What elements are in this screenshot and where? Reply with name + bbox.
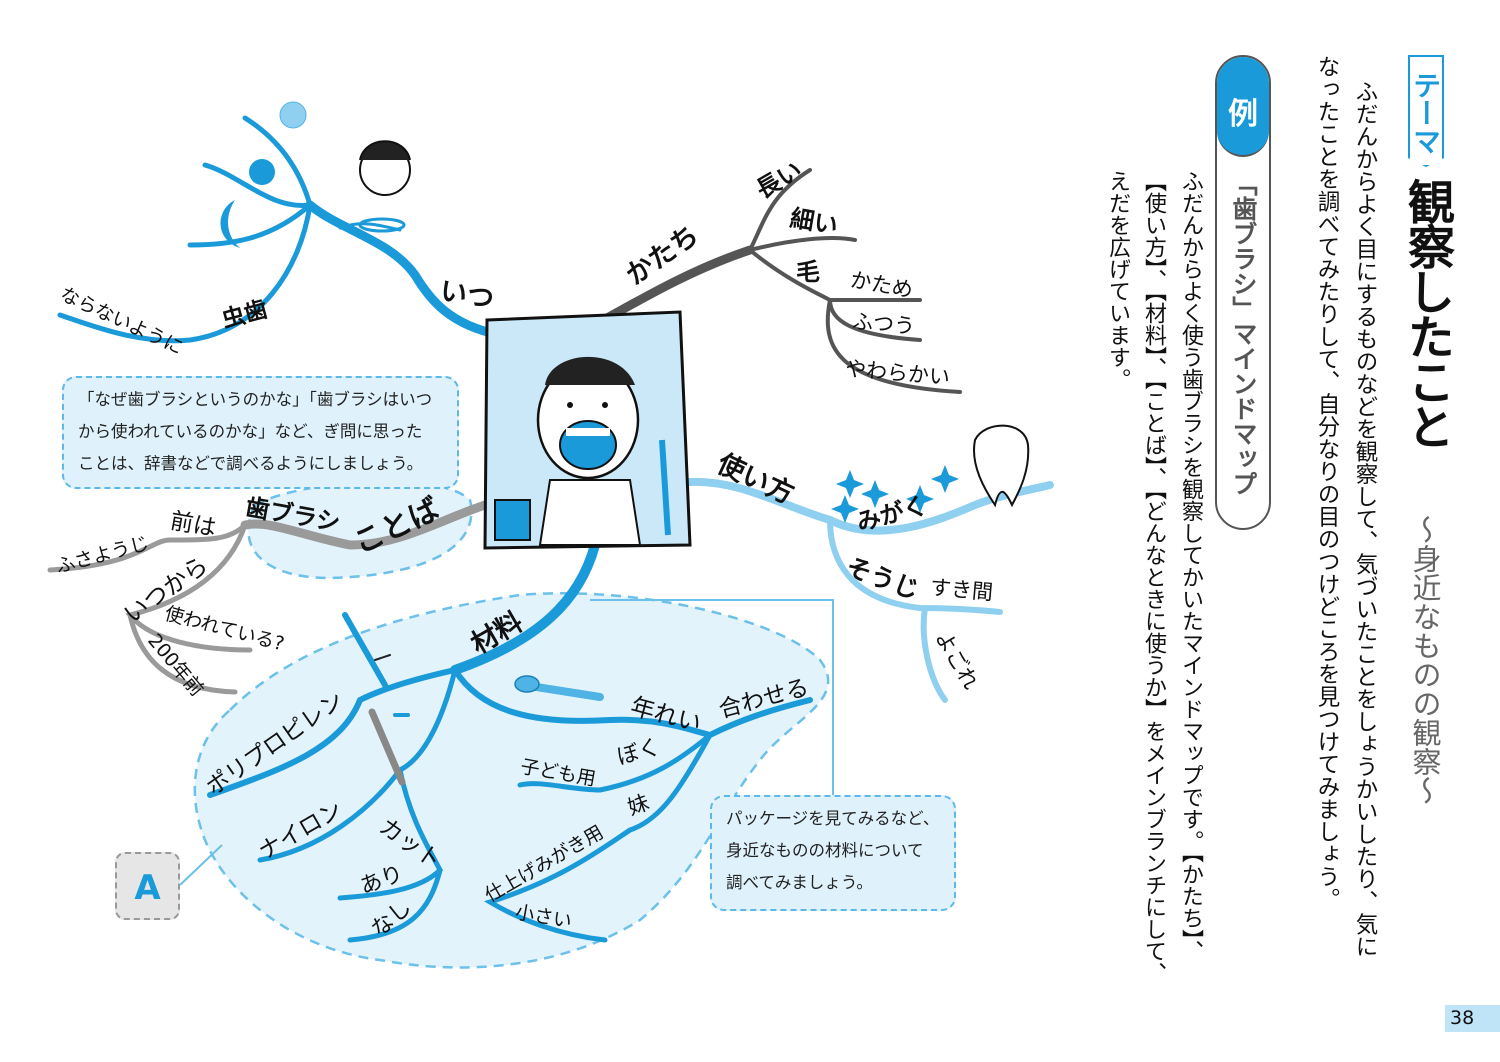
example-mark: 例 <box>1217 57 1269 157</box>
page-number: 38 <box>1445 1005 1500 1032</box>
central-image-boy-brushing <box>483 310 692 550</box>
callout-line: パッケージを見てみるなど、 <box>726 809 940 828</box>
example-label: 例 「歯ブラシ」マインドマップ <box>1215 55 1271 530</box>
example-line-2: 【使い方】、【材料】、【ことば】、【どんなときに使うか】をメインブランチにして、 <box>1141 170 1166 984</box>
toothbrush-blue-icon <box>342 612 388 688</box>
intro-line-2: なったことを調べてみたりして、自分なりの目のつけどころを見つけてみましょう。 <box>1314 55 1340 910</box>
branch-itsu <box>305 200 505 340</box>
callout-line: 調べてみましょう。 <box>726 873 873 892</box>
package-connector <box>590 599 834 795</box>
sparkle-icons <box>831 465 959 523</box>
page-subtitle: ～身近なものの観察～ <box>1408 515 1442 805</box>
branch-kotoba <box>240 500 490 550</box>
intro-line-1: ふだんからよく目にするものなどを観察して、気づいたことをしょうかいしたり、気に <box>1352 80 1378 958</box>
example-title: 「歯ブラシ」マインドマップ <box>1229 171 1258 496</box>
example-line-3: えだを広げています。 <box>1105 170 1130 390</box>
callout-line: ことは、辞書などで調べるようにしましょう。 <box>78 454 424 473</box>
dictionary-tip-callout: 「なぜ歯ブラシというのかな」「歯ブラシはいつ から使われているのかな」など、ぎ問… <box>62 376 459 489</box>
moon-icon <box>220 200 240 248</box>
callout-line: 「なぜ歯ブラシというのかな」「歯ブラシはいつ <box>78 390 433 409</box>
boy-eating-icon <box>358 140 411 233</box>
example-line-1: ふだんからよく使う歯ブラシを観察してかいたマインドマップです。【かたち】、 <box>1178 170 1203 962</box>
label-futsuu: ふつう <box>851 309 916 339</box>
package-tip-callout: パッケージを見てみるなど、 身近なものの材料について 調べてみましょう。 <box>710 795 956 911</box>
tooth-icon <box>973 424 1030 508</box>
branch-tsukaikata <box>686 477 1054 535</box>
sun-icon <box>249 101 307 185</box>
callout-line: 身近なものの材料について <box>726 841 924 860</box>
callout-line: から使われているのかな」など、ぎ問に思った <box>78 422 423 441</box>
branch-zairyou <box>450 540 600 675</box>
tongue-cleaner-icon <box>526 682 604 701</box>
theme-badge: テーマ③ <box>1408 55 1444 167</box>
page-title: 観察したこと <box>1399 178 1454 448</box>
label-sukima: すき間 <box>929 575 994 605</box>
marker-a: A <box>115 852 180 920</box>
label-ke: 毛 <box>796 258 820 286</box>
toothbrush-gray-icon <box>368 708 406 786</box>
marker-connector <box>179 844 223 886</box>
label-hosoi: 細い <box>787 204 841 240</box>
